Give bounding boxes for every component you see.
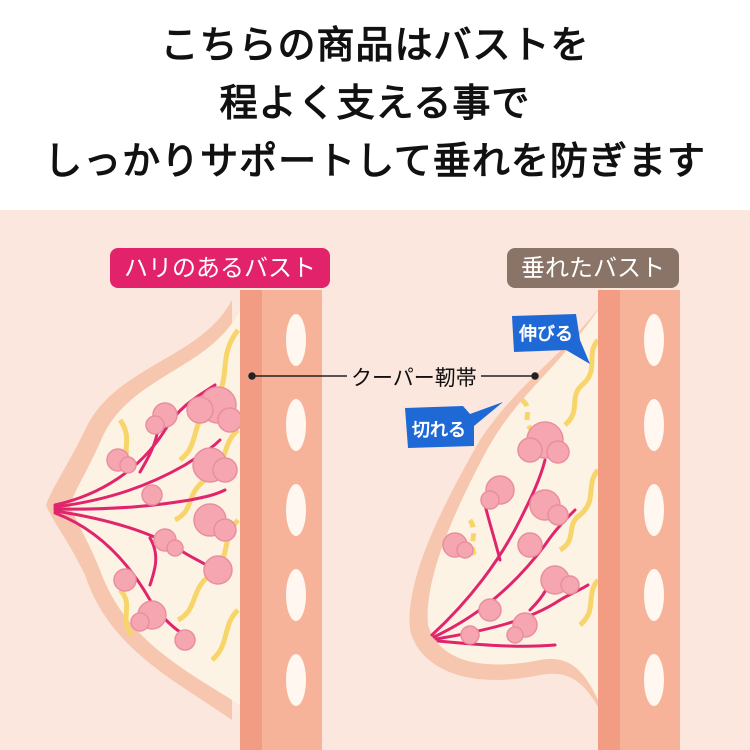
callout-break-bubble xyxy=(405,402,503,448)
cooper-ligament-label: クーパー靭帯 xyxy=(347,362,481,392)
firm-ribs xyxy=(286,314,306,706)
callout-stretch-text: 伸びる xyxy=(519,324,573,345)
heading-line-3: しっかりサポートして垂れを防ぎます xyxy=(44,139,706,183)
callout-break-text: 切れる xyxy=(412,420,466,441)
firm-breast-illustration xyxy=(46,290,322,750)
heading-line-2: 程よく支える事で xyxy=(219,81,531,125)
sagging-breast-label: 垂れたバスト xyxy=(507,248,679,288)
sagging-ribs xyxy=(644,314,664,706)
firm-mammary-glands xyxy=(106,386,243,651)
page-heading: こちらの商品はバストを 程よく支える事で しっかりサポートして垂れを防ぎます xyxy=(0,16,750,190)
ligament-leader-lines xyxy=(248,372,539,380)
sagging-ligaments xyxy=(467,338,601,627)
callout-stretch-bubble xyxy=(512,314,590,364)
sagging-breast-illustration xyxy=(409,290,680,750)
firm-breast-label: ハリのあるバスト xyxy=(110,248,330,288)
sagging-mammary-glands xyxy=(442,421,580,645)
heading-line-1: こちらの商品はバストを xyxy=(160,23,590,67)
